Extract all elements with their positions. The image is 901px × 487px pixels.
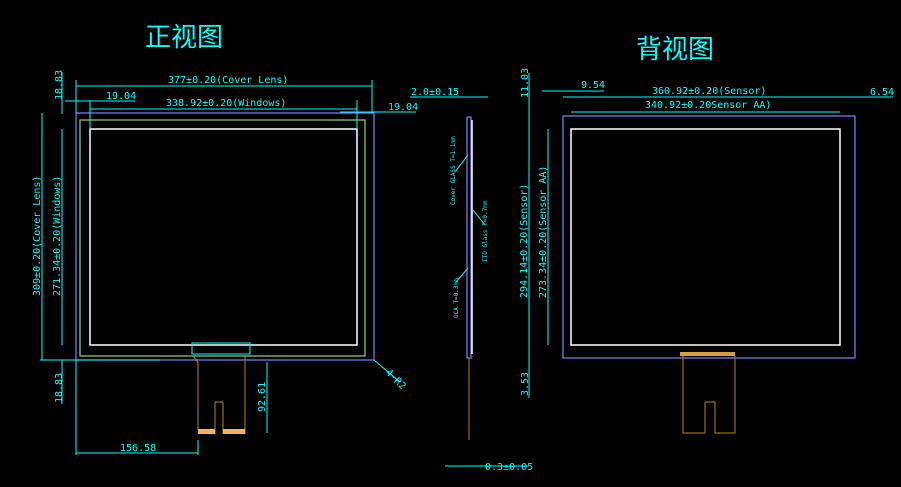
dim-fpc-length: 92.61 [257, 382, 268, 412]
dim-sensor-width: 360.92±0.20(Sensor) [652, 86, 766, 97]
dim-back-left-margin: 9.54 [581, 80, 605, 91]
dim-corner-radius: 4-R2 [383, 367, 408, 392]
dim-sensor-height: 294.14±0.20(Sensor) [519, 184, 530, 298]
dim-top-margin: 18.83 [54, 70, 65, 100]
window-area [89, 128, 358, 346]
label-ito-glass: ITO Glass T=0.7mm [482, 200, 489, 262]
dim-sensor-aa-width: 340.92±0.20Sensor AA) [645, 100, 771, 111]
window-border [79, 119, 366, 357]
dim-total-thickness: 2.0±0.15 [411, 87, 459, 98]
side-view: 2.0±0.15 Cover GLASS T=1.1mm ITO Glass T… [410, 87, 533, 473]
dim-back-right-margin: 6.54 [870, 87, 894, 98]
sensor-aa [570, 128, 841, 346]
dim-back-bottom-margin: 3.53 [520, 372, 531, 396]
dim-window-width: 338.92±0.20(Windows) [166, 98, 286, 109]
dim-fpc-thickness: 0.3±0.05 [485, 462, 533, 473]
dim-window-height: 271.34±0.20(Windows) [52, 176, 63, 296]
fpc-bonding-area [191, 342, 251, 355]
dim-cover-height: 309±0.20(Cover Lens) [32, 176, 43, 296]
back-fpc-tail [682, 356, 736, 434]
dim-bottom-margin: 18.83 [54, 373, 65, 403]
cover-lens-outline [75, 112, 375, 361]
front-view-title: 正视图 [145, 23, 223, 53]
back-view-title: 背视图 [636, 35, 714, 65]
label-oca: OCA T=0.3mm [453, 278, 460, 318]
dim-back-top-margin: 11.03 [520, 68, 531, 98]
dim-right-margin: 19.04 [388, 102, 418, 113]
front-view: 正视图 377±0.20(Cover Lens) 338.92±0.20(Win… [32, 23, 418, 455]
fpc-tail [192, 355, 246, 434]
back-view: 背视图 360.92±0.20(Sensor) 340.92±0.20Senso… [519, 35, 894, 434]
dim-fpc-offset: 156.58 [120, 443, 156, 454]
dim-sensor-aa-height: 273.34±0.20(Sensor AA) [538, 166, 549, 298]
cover-glass-layer [466, 116, 472, 359]
label-cover-glass: Cover GLASS T=1.1mm [450, 136, 457, 205]
back-fpc-bond [680, 352, 735, 356]
sensor-outline [562, 115, 856, 359]
dim-cover-width: 377±0.20(Cover Lens) [168, 75, 288, 86]
dim-left-margin: 19.04 [106, 91, 136, 102]
